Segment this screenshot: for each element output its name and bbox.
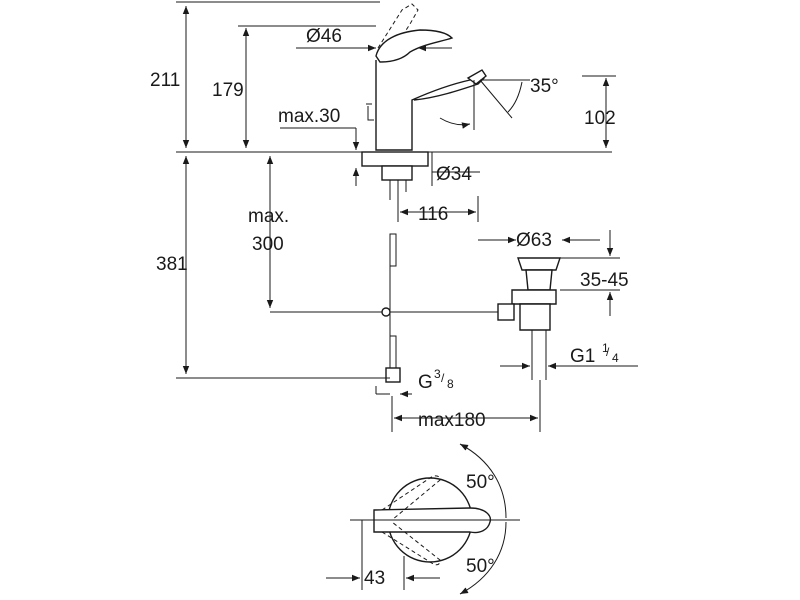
- label-g114-num: 1: [602, 341, 609, 355]
- label-300: 300: [252, 234, 284, 255]
- waste-neck: [525, 269, 553, 291]
- label-d34: Ø34: [436, 164, 472, 185]
- label-35deg: 35°: [530, 76, 559, 97]
- handle-swing-down: [381, 521, 441, 566]
- supply-hose-bottom: [389, 335, 397, 369]
- label-211: 211: [150, 70, 180, 91]
- label-max180: max180: [418, 410, 486, 431]
- label-50deg-top: 50°: [466, 472, 495, 493]
- angle-arc-spout: [439, 117, 471, 129]
- label-381: 381: [156, 254, 188, 275]
- waste-flange: [511, 289, 557, 305]
- handle-raised-outline: [377, 3, 419, 53]
- waste-plug-top: [517, 257, 561, 271]
- label-43: 43: [364, 568, 385, 589]
- waste-body: [519, 303, 551, 331]
- label-50deg-bottom: 50°: [466, 556, 495, 577]
- label-d46: Ø46: [306, 26, 342, 47]
- angle-arc-35: [507, 81, 523, 113]
- label-179: 179: [212, 80, 244, 101]
- handle-swing-up: [381, 475, 441, 521]
- angle-leg-35: [479, 79, 513, 119]
- label-max30: max.30: [278, 106, 340, 127]
- label-max: max.: [248, 206, 289, 227]
- mounting-shank: [381, 165, 413, 181]
- linkage-clamp: [381, 307, 391, 317]
- label-g114: G1 1 / 4: [570, 341, 619, 367]
- label-g38: G 3 / 8: [418, 367, 454, 393]
- waste-assembly-view: [270, 233, 561, 383]
- angle-arc-50-top: [459, 443, 507, 519]
- popup-rod: [366, 103, 374, 121]
- waste-linkage-nut: [497, 303, 515, 321]
- angle-arc-50-bottom: [459, 521, 507, 595]
- label-g38-main: G: [418, 372, 433, 393]
- dimension-lines: [176, 1, 638, 595]
- faucet-side-view: [176, 3, 612, 200]
- label-116: 116: [418, 204, 448, 225]
- faucet-spout-tip: [466, 69, 487, 85]
- supply-angle-valve: [385, 367, 401, 383]
- label-g38-den: 8: [447, 377, 454, 391]
- supply-hose-top: [389, 233, 397, 267]
- label-d63: Ø63: [516, 230, 552, 251]
- label-102: 102: [584, 108, 616, 129]
- label-g114-den: 4: [612, 351, 619, 365]
- label-3545: 35-45: [580, 270, 629, 291]
- mounting-nut: [361, 151, 429, 167]
- label-g38-num: 3: [434, 367, 441, 381]
- dimension-labels: Ø46 211 179 max.30 35° 102 Ø34 116 max. …: [150, 26, 629, 589]
- label-g114-slash: /: [606, 345, 610, 359]
- handle-top-view: [350, 475, 520, 566]
- label-g114-main: G1: [570, 346, 595, 367]
- faucet-handle: [375, 29, 454, 63]
- label-g38-slash: /: [441, 371, 445, 385]
- faucet-body: [375, 60, 485, 151]
